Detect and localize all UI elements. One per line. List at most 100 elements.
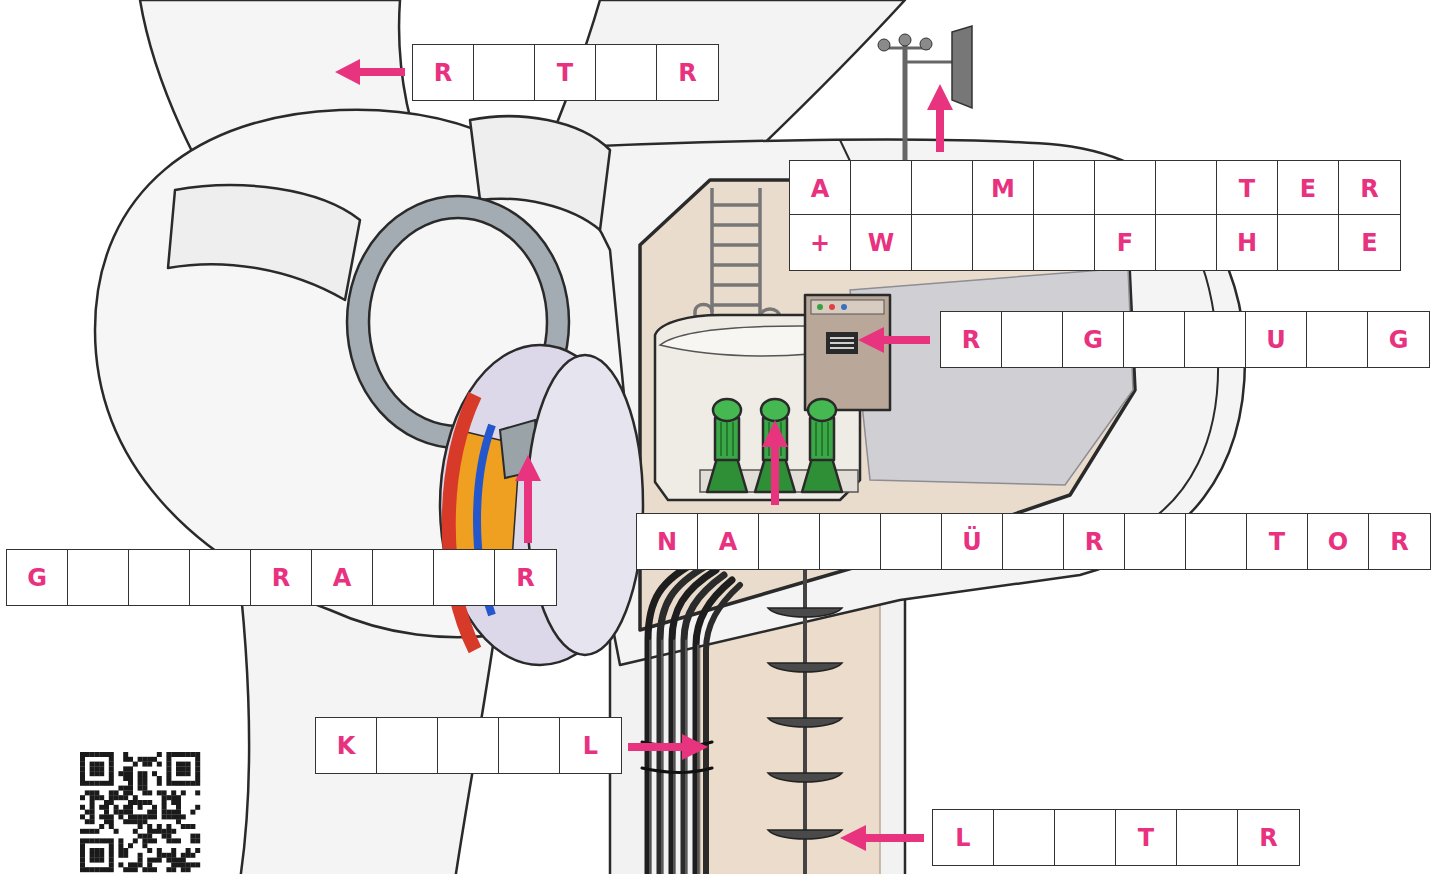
letter: T — [1239, 177, 1255, 201]
qr-module — [99, 824, 104, 829]
letter-cell: H — [1217, 215, 1278, 270]
machine-housing — [655, 315, 860, 500]
qr-module — [142, 819, 147, 824]
qr-module — [157, 790, 162, 795]
pointer-arrowhead — [335, 59, 360, 85]
qr-module — [109, 819, 114, 824]
qr-module — [94, 867, 99, 872]
qr-module — [90, 752, 95, 757]
letter: W — [868, 231, 894, 255]
qr-module — [186, 824, 191, 829]
letter-cell — [851, 161, 912, 216]
qr-module — [128, 862, 133, 867]
letter-cell — [129, 550, 190, 605]
qr-module — [85, 781, 90, 786]
letter: + — [810, 231, 830, 255]
qr-module — [147, 829, 152, 834]
letter-cell — [1186, 514, 1247, 569]
qr-module — [195, 805, 200, 810]
letter-cell: A — [698, 514, 759, 569]
qr-module — [157, 853, 162, 858]
qr-module — [128, 757, 133, 762]
qr-module — [171, 858, 176, 863]
qr-module — [128, 786, 133, 791]
qr-module — [190, 862, 195, 867]
qr-module — [80, 829, 85, 834]
qr-module — [85, 790, 90, 795]
qr-module — [99, 752, 104, 757]
qr-module — [90, 848, 95, 853]
qr-module — [99, 781, 104, 786]
pointer-arrow — [936, 106, 944, 152]
qr-module — [152, 805, 157, 810]
qr-module — [142, 786, 147, 791]
ladder-rung — [768, 830, 842, 839]
qr-module — [138, 781, 143, 786]
letter-cell: R — [495, 550, 556, 605]
qr-module — [109, 800, 114, 805]
control-cabinet — [805, 295, 890, 410]
qr-module — [80, 771, 85, 776]
letter-cell — [1125, 514, 1186, 569]
anemometer-cup — [920, 38, 932, 50]
qr-module — [133, 838, 138, 843]
qr-module — [99, 771, 104, 776]
qr-module — [128, 805, 133, 810]
qr-module — [171, 790, 176, 795]
qr-module — [171, 810, 176, 815]
qr-module — [142, 757, 147, 762]
qr-module — [133, 814, 138, 819]
qr-module — [142, 790, 147, 795]
qr-module — [142, 776, 147, 781]
letter: T — [557, 61, 573, 85]
qr-module — [109, 858, 114, 863]
ladder-rail — [712, 188, 760, 330]
letter-cell: G — [1368, 312, 1429, 367]
qr-module — [176, 862, 181, 867]
letter-cell: R — [1369, 514, 1430, 569]
qr-module — [99, 762, 104, 767]
qr-module — [186, 771, 191, 776]
letter: A — [719, 530, 738, 554]
letter: R — [1360, 177, 1378, 201]
qr-module — [80, 838, 85, 843]
qr-module — [133, 829, 138, 834]
letter-cell — [881, 514, 942, 569]
qr-module — [138, 819, 143, 824]
qr-module — [162, 814, 167, 819]
anemometer-wind-vane — [878, 26, 972, 160]
qr-module — [80, 776, 85, 781]
qr-module — [171, 800, 176, 805]
qr-module — [80, 858, 85, 863]
qr-module — [152, 838, 157, 843]
qr-module — [90, 838, 95, 843]
qr-module — [94, 781, 99, 786]
qr-module — [104, 781, 109, 786]
qr-module — [195, 781, 200, 786]
qr-module — [109, 776, 114, 781]
qr-module — [195, 757, 200, 762]
qr-module — [138, 757, 143, 762]
qr-module — [166, 867, 171, 872]
qr-module — [190, 752, 195, 757]
letter-cell — [68, 550, 129, 605]
qr-module — [181, 762, 186, 767]
qr-module — [152, 814, 157, 819]
qr-module — [80, 762, 85, 767]
qr-module — [128, 867, 133, 872]
qr-module — [128, 790, 133, 795]
qr-module — [181, 824, 186, 829]
letter-cell — [973, 215, 1034, 270]
qr-module — [186, 752, 191, 757]
qr-module — [109, 757, 114, 762]
letter-cell: Ü — [942, 514, 1003, 569]
qr-module — [104, 800, 109, 805]
letter-cell — [1278, 215, 1339, 270]
motor-base — [802, 458, 842, 492]
qr-module — [162, 810, 167, 815]
ladder-rung — [768, 663, 842, 672]
qr-module — [109, 762, 114, 767]
qr-module — [147, 810, 152, 815]
qr-module — [190, 853, 195, 858]
qr-module — [123, 786, 128, 791]
